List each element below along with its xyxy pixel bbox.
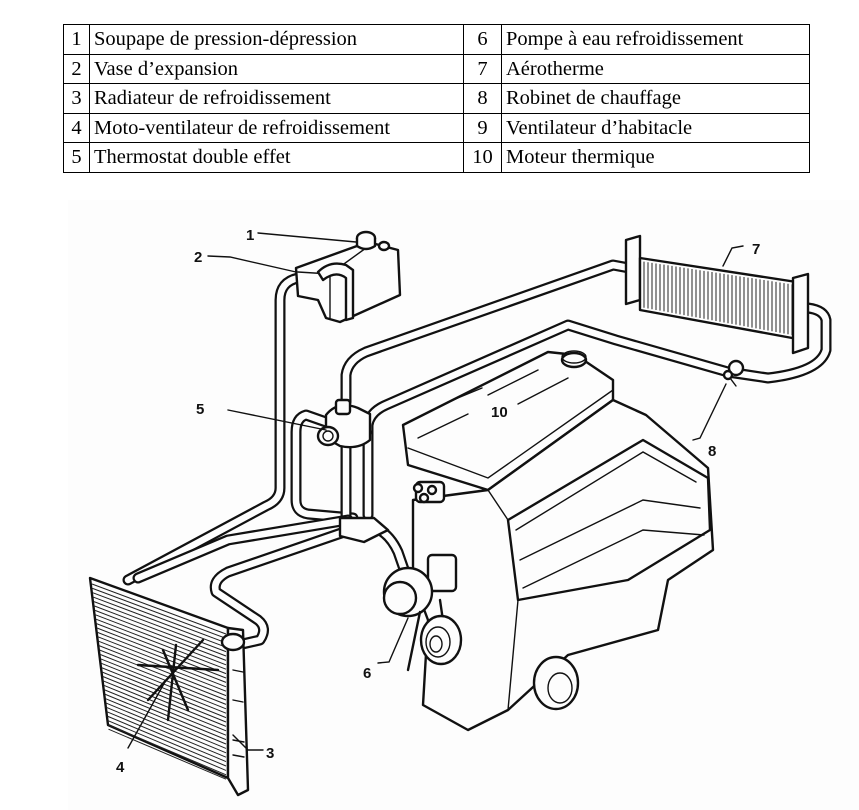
radiator-fin <box>106 715 227 767</box>
cooling-circuit-diagram: 1 2 5 7 8 10 6 4 3 <box>68 200 859 810</box>
legend-row: 2 Vase d’expansion 7 Aérotherme <box>63 53 810 84</box>
callout-4: 4 <box>116 759 125 776</box>
legend-label: Vase d’expansion <box>89 53 464 84</box>
radiator-fin <box>96 623 227 675</box>
radiator-fin <box>105 706 227 758</box>
legend-row: 3 Radiateur de refroidissement 8 Robinet… <box>63 83 810 114</box>
cooling-fan <box>136 638 220 722</box>
callout-7: 7 <box>752 241 760 258</box>
legend-label: Moto-ventilateur de refroidissement <box>89 112 464 143</box>
legend-row: 4 Moto-ventilateur de refroidissement 9 … <box>63 112 810 143</box>
legend-label: Soupape de pression-dépression <box>89 24 464 55</box>
legend-label: Pompe à eau refroidissement <box>501 24 810 55</box>
radiator-fin <box>103 684 227 736</box>
radiator-fin <box>99 649 227 701</box>
callout-1: 1 <box>246 227 254 244</box>
radiator-fin <box>94 609 227 661</box>
legend-label: Thermostat double effet <box>89 142 464 173</box>
pipe-junction <box>338 516 390 544</box>
radiator-fin <box>105 702 227 754</box>
coolant-pipes <box>122 259 832 651</box>
radiator-fin <box>95 618 227 670</box>
callout-2: 2 <box>194 249 202 266</box>
radiator-fin <box>103 689 227 741</box>
radiator-fin <box>97 631 227 683</box>
radiator-fin <box>100 662 227 714</box>
callout-5: 5 <box>196 401 204 418</box>
legend-number: 1 <box>63 24 90 55</box>
legend-label: Aérotherme <box>501 53 810 84</box>
radiator-fin <box>106 711 227 763</box>
radiator-fin <box>104 697 227 749</box>
radiator-fin <box>108 728 227 780</box>
legend-number: 5 <box>63 142 90 173</box>
legend-label: Moteur thermique <box>501 142 810 173</box>
distributor <box>412 480 446 504</box>
legend-number: 2 <box>63 53 90 84</box>
radiator-fin <box>104 693 227 745</box>
legend-row: 1 Soupape de pression-dépression 6 Pompe… <box>63 24 810 55</box>
callout-10: 10 <box>491 404 508 421</box>
callout-leaders <box>127 232 744 751</box>
engine-block <box>401 350 715 732</box>
radiator-fin <box>102 675 227 727</box>
legend-label: Ventilateur d’habitacle <box>501 112 810 143</box>
radiator-fin <box>94 605 227 657</box>
radiator-fin <box>92 592 227 644</box>
radiator-fin <box>92 587 227 639</box>
legend-label: Robinet de chauffage <box>501 83 810 114</box>
legend-label: Radiateur de refroidissement <box>89 83 464 114</box>
radiator-fin <box>99 653 227 705</box>
legend-row: 5 Thermostat double effet 10 Moteur ther… <box>63 142 810 173</box>
legend-number: 8 <box>463 83 502 114</box>
legend-number: 10 <box>463 142 502 173</box>
heating-valve <box>722 359 745 387</box>
legend-number: 6 <box>463 24 502 55</box>
radiator-fin <box>97 636 227 688</box>
callout-6: 6 <box>363 665 371 682</box>
radiator-fin <box>95 614 227 666</box>
legend-number: 3 <box>63 83 90 114</box>
radiator-fin <box>91 583 227 635</box>
radiator-fin <box>101 667 227 719</box>
radiator-fin <box>107 719 227 771</box>
radiator <box>88 576 250 797</box>
radiator-fin <box>93 601 227 653</box>
thermostat-housing <box>316 398 372 449</box>
callout-3: 3 <box>266 745 274 762</box>
callout-8: 8 <box>708 443 716 460</box>
legend-number: 4 <box>63 112 90 143</box>
water-pump <box>382 553 463 672</box>
radiator-fin <box>93 596 227 648</box>
radiator-fin <box>98 645 227 697</box>
heater-core <box>624 234 810 355</box>
legend-number: 7 <box>463 53 502 84</box>
legend-number: 9 <box>463 112 502 143</box>
radiator-fin <box>101 671 227 723</box>
radiator-fin <box>107 724 227 776</box>
expansion-tank <box>294 230 402 324</box>
component-legend-table: 1 Soupape de pression-dépression 6 Pompe… <box>63 24 810 173</box>
radiator-fin <box>102 680 227 732</box>
